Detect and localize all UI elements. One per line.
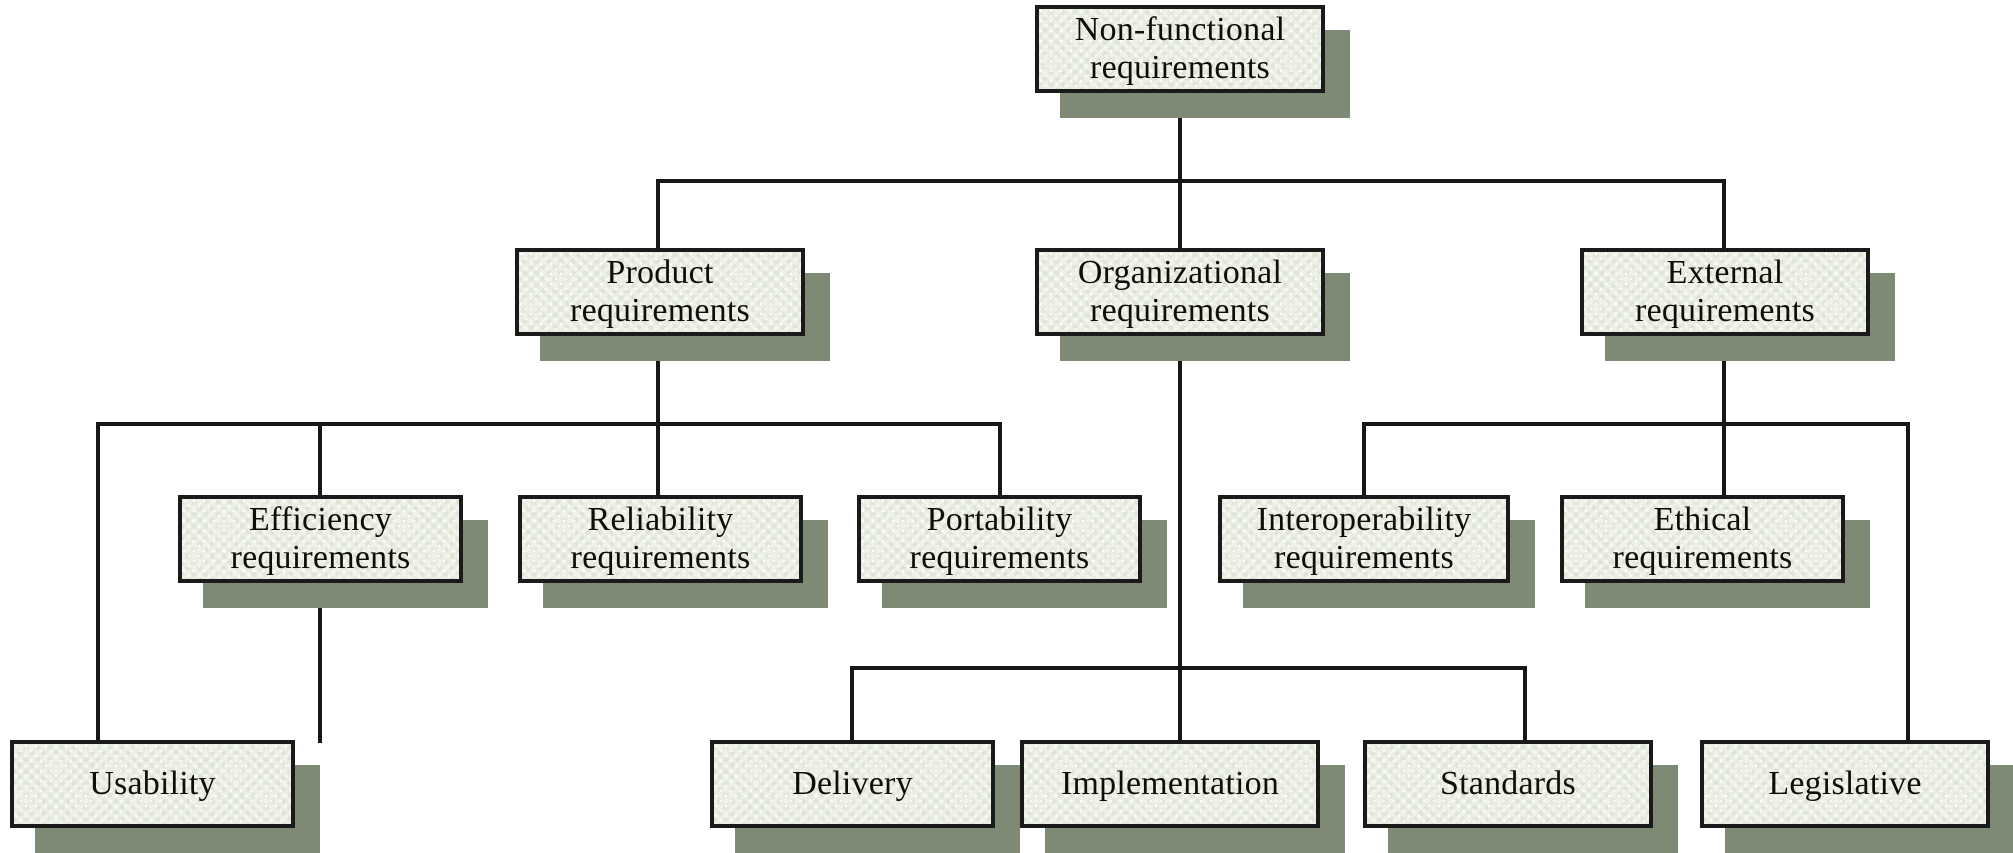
edge-root-to-product	[656, 179, 660, 250]
edge-root-bus	[656, 179, 1726, 183]
node-implementation[interactable]: Implementation	[1020, 740, 1320, 828]
edge-organizational-to-standards	[1523, 666, 1527, 744]
edge-organizational-bus	[850, 666, 1527, 670]
edge-efficiency-stem	[318, 583, 322, 743]
node-legislative-label: Legislative	[1768, 764, 1922, 802]
edge-product-to-efficiency	[318, 422, 322, 497]
node-legislative[interactable]: Legislative	[1700, 740, 1990, 828]
edge-product-to-reliability	[656, 422, 660, 497]
edge-external-to-ethical	[1722, 422, 1726, 497]
edge-root-stem	[1178, 93, 1182, 183]
node-delivery-label: Delivery	[792, 764, 913, 802]
edge-product-bus	[96, 422, 1002, 426]
node-implementation-label: Implementation	[1060, 764, 1280, 802]
edge-external-to-legislative	[1906, 422, 1910, 742]
edge-product-stem	[656, 336, 660, 426]
edge-external-bus	[1362, 422, 1910, 426]
edge-organizational-to-implementation	[1178, 666, 1182, 744]
edge-organizational-to-delivery	[850, 666, 854, 744]
node-usability-label: Usability	[89, 764, 216, 802]
node-delivery[interactable]: Delivery	[710, 740, 995, 828]
edge-product-to-usability	[96, 422, 100, 742]
edge-product-to-portability	[998, 422, 1002, 497]
edge-external-stem	[1722, 336, 1726, 426]
node-standards[interactable]: Standards	[1363, 740, 1653, 828]
edge-organizational-stem	[1178, 336, 1182, 670]
edge-external-to-interoperability	[1362, 422, 1366, 497]
node-usability[interactable]: Usability	[10, 740, 295, 828]
edge-root-to-organizational	[1178, 179, 1182, 250]
node-standards-label: Standards	[1440, 764, 1576, 802]
edge-root-to-external	[1722, 179, 1726, 250]
